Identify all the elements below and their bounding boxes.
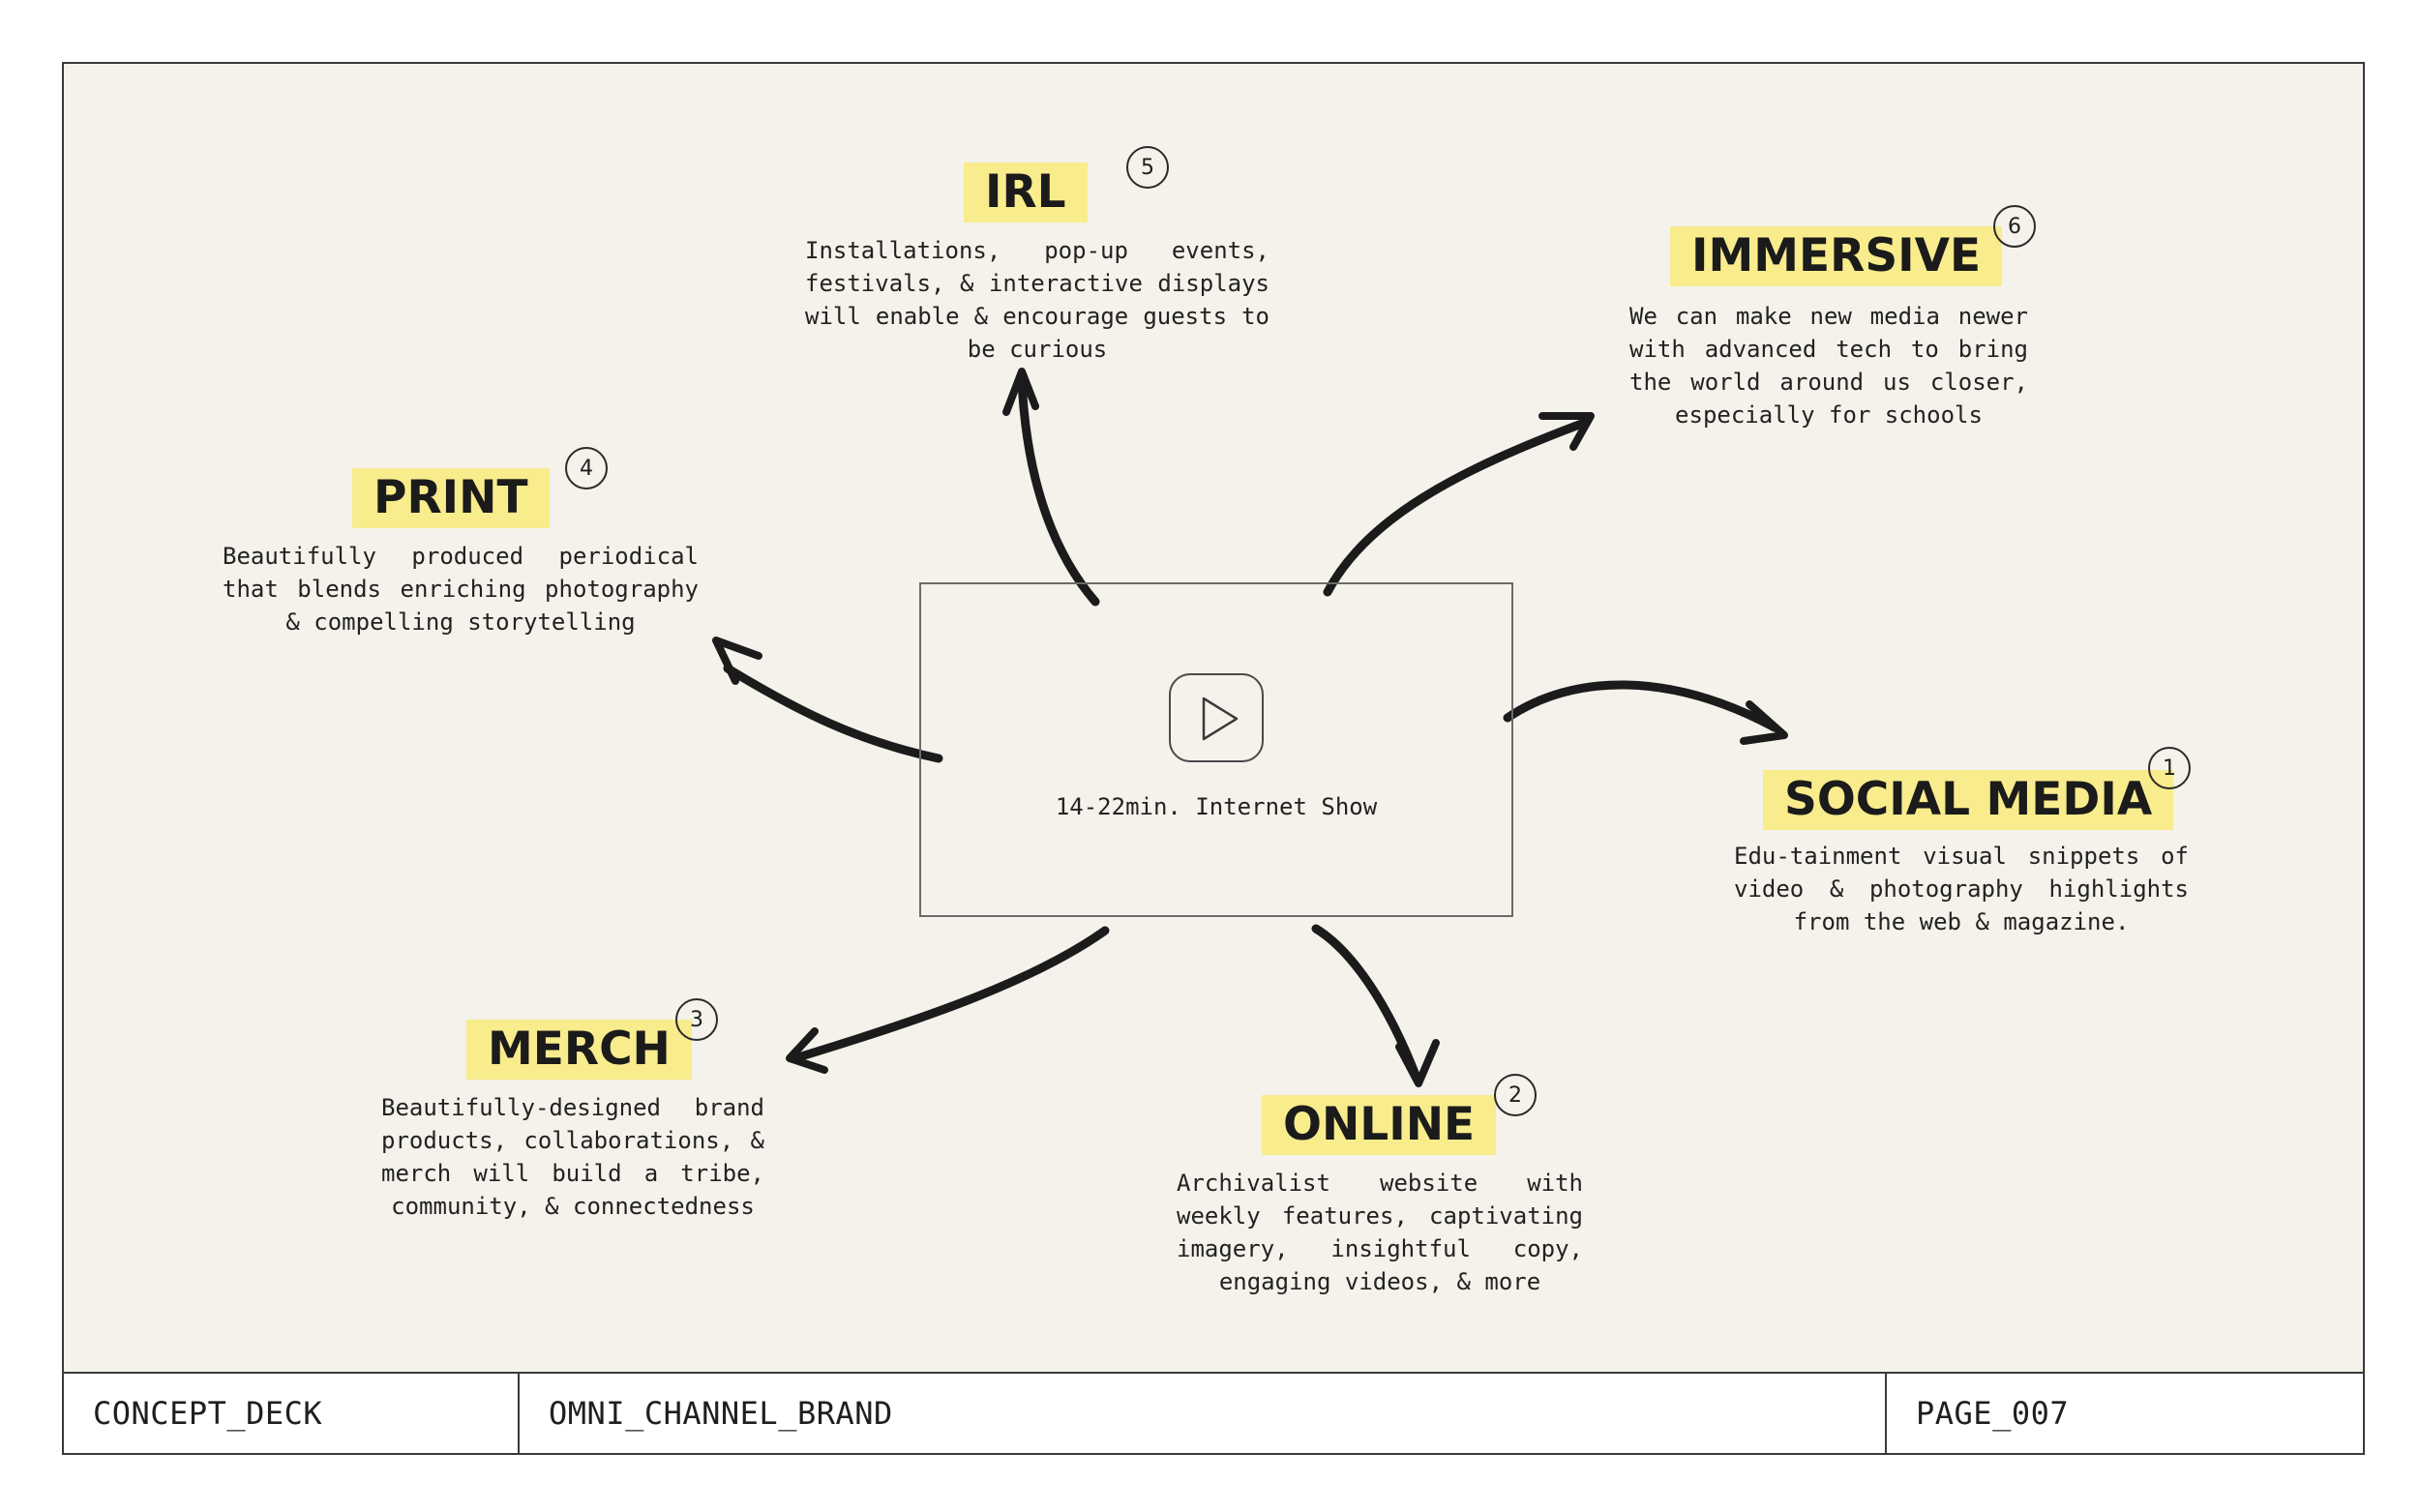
- node-number-immersive: 6: [1993, 205, 2036, 248]
- node-description-print: Beautifully produced periodical that ble…: [223, 543, 699, 636]
- center-video-box: 14-22min. Internet Show: [919, 582, 1513, 917]
- arrowhead-irl: [1002, 368, 1039, 416]
- node-title-social-media: SOCIAL MEDIA: [1763, 770, 2174, 830]
- node-description-online: Archivalist website with weekly features…: [1177, 1170, 1583, 1295]
- arrowhead-merch: [786, 1027, 828, 1074]
- footer-section-label: OMNI_CHANNEL_BRAND: [518, 1374, 1885, 1453]
- arrow-to-print: [723, 664, 943, 763]
- arrow-to-social-media: [1503, 680, 1779, 732]
- node-number-social-media: 1: [2148, 747, 2191, 789]
- node-description-social-media: Edu-tainment visual snippets of video & …: [1734, 843, 2189, 935]
- arrows-layer: [712, 368, 1788, 1087]
- arrow-to-irl: [1017, 374, 1100, 607]
- node-number-online: 2: [1494, 1074, 1537, 1116]
- node-number-print: 4: [565, 447, 608, 489]
- center-label: 14-22min. Internet Show: [1055, 793, 1378, 820]
- arrowhead-online: [1395, 1039, 1440, 1087]
- arrowhead-immersive: [1538, 412, 1595, 451]
- footer-bar: CONCEPT_DECK OMNI_CHANNEL_BRAND PAGE_007: [64, 1372, 2363, 1453]
- node-title-irl: IRL: [964, 163, 1088, 222]
- node-title-print: PRINT: [352, 468, 550, 528]
- arrow-to-immersive: [1323, 417, 1592, 597]
- footer-deck-label: CONCEPT_DECK: [93, 1395, 323, 1432]
- node-number-irl: 5: [1126, 146, 1169, 189]
- node-title-merch: MERCH: [466, 1020, 692, 1080]
- footer-page-number: PAGE_007: [1885, 1374, 2363, 1453]
- arrow-to-merch: [796, 926, 1110, 1061]
- node-title-immersive: IMMERSIVE: [1670, 226, 2003, 286]
- node-description-immersive: We can make new media newer with advance…: [1629, 303, 2028, 429]
- node-number-merch: 3: [675, 998, 718, 1041]
- arrowhead-print: [712, 637, 762, 685]
- node-description-irl: Installations, pop-up events, festivals,…: [805, 237, 1269, 363]
- diagram-canvas: 14-22min. Internet Show IRL 5 Installati…: [64, 64, 2363, 1372]
- play-button[interactable]: [1169, 673, 1264, 762]
- play-icon: [1202, 697, 1239, 741]
- arrowhead-social-media: [1740, 700, 1788, 745]
- node-description-merch: Beautifully-designed brand products, col…: [381, 1094, 764, 1220]
- slide-frame: 14-22min. Internet Show IRL 5 Installati…: [62, 62, 2365, 1455]
- node-title-online: ONLINE: [1262, 1095, 1497, 1155]
